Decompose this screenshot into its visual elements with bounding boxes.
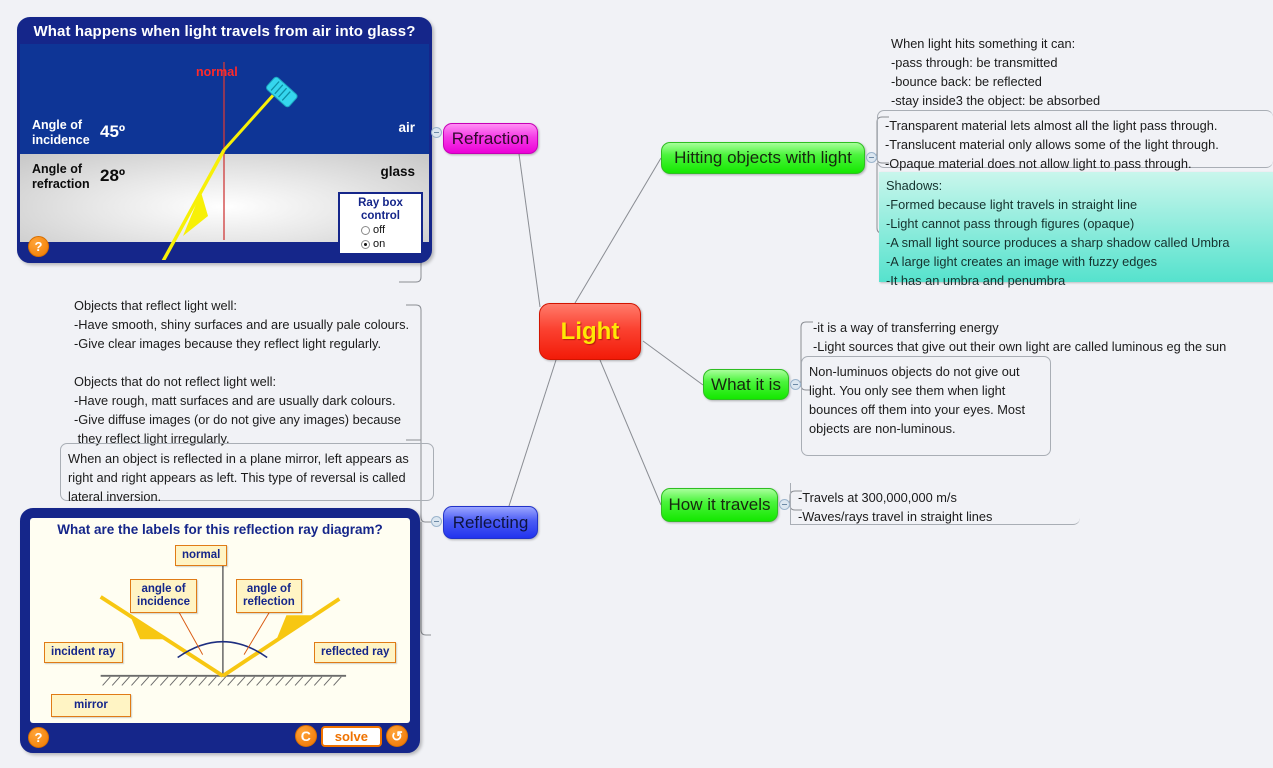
angle-of-refraction-value: 28º [100, 166, 126, 185]
ray-box-control-panel[interactable]: Ray box control off on [338, 192, 423, 255]
angle-of-incidence-label: Angle of incidence [32, 118, 90, 147]
collapse-toggle-how-it-travels[interactable] [779, 499, 790, 510]
label-incident-ray[interactable]: incident ray [44, 642, 123, 663]
root-node-light[interactable]: Light [539, 303, 641, 360]
branch-label-hitting-objects: Hitting objects with light [674, 148, 852, 167]
note-how-it-travels[interactable]: -Travels at 300,000,000 m/s -Waves/rays … [790, 483, 1080, 525]
help-glyph: ? [34, 239, 43, 254]
branch-label-reflecting: Reflecting [452, 512, 529, 532]
note-material-types[interactable]: -Transparent material lets almost all th… [877, 110, 1273, 171]
note-shadows[interactable]: Shadows: -Formed because light travels i… [879, 172, 1273, 288]
solve-label: solve [334, 728, 368, 744]
refraction-ray-drawing [161, 62, 298, 260]
note-hitting-objects-intro[interactable]: When light hits something it can: -pass … [891, 36, 1101, 108]
refraction-simulation-image[interactable]: What happens when light travels from air… [17, 17, 432, 263]
note-lateral-inversion[interactable]: When an object is reflected in a plane m… [60, 443, 434, 504]
collapse-toggle-hitting[interactable] [866, 152, 877, 163]
help-glyph: ? [34, 730, 43, 745]
label-angle-of-reflection[interactable]: angle of reflection [236, 579, 302, 613]
note-what-it-is-intro[interactable]: -it is a way of transferring energy -Lig… [813, 320, 1227, 354]
ray-box-option-on[interactable]: on [340, 238, 421, 250]
glass-label: glass [380, 164, 415, 179]
diagram-toolbar: C solve ↺ [294, 725, 408, 747]
ray-box-option-off-label: off [373, 224, 386, 236]
radio-off-icon[interactable] [361, 225, 370, 235]
branch-label-what-it-is: What it is [711, 374, 781, 394]
ray-box-option-on-label: on [373, 238, 386, 250]
ray-box-control-title: Ray box control [358, 197, 403, 222]
angle-of-incidence-value: 45º [100, 122, 126, 141]
reflection-diagram-canvas: What are the labels for this reflection … [30, 518, 410, 723]
label-angle-of-incidence[interactable]: angle of incidence [130, 579, 198, 613]
label-mirror[interactable]: mirror [51, 694, 131, 717]
radio-on-icon[interactable] [361, 239, 370, 249]
branch-node-how-it-travels[interactable]: How it travels [661, 488, 778, 522]
branch-node-hitting-objects[interactable]: Hitting objects with light [661, 142, 865, 174]
reset-button[interactable]: ↺ [386, 725, 408, 747]
collapse-toggle-refraction[interactable] [431, 127, 442, 138]
collapse-toggle-reflecting[interactable] [431, 516, 442, 527]
normal-label: normal [196, 65, 238, 79]
branch-label-refraction: Refraction [451, 128, 530, 148]
collapse-toggle-what-it-is[interactable] [790, 379, 801, 390]
reflection-image-title: What are the labels for this reflection … [57, 522, 383, 537]
label-normal[interactable]: normal [175, 545, 228, 566]
branch-node-refraction[interactable]: Refraction [443, 123, 538, 154]
help-icon[interactable]: ? [28, 236, 49, 257]
branch-node-what-it-is[interactable]: What it is [703, 369, 789, 400]
label-reflected-ray[interactable]: reflected ray [314, 642, 397, 663]
root-node-label: Light [560, 317, 620, 345]
note-non-luminous[interactable]: Non-luminuos objects do not give out lig… [801, 356, 1051, 456]
image-footer-bar [20, 242, 429, 260]
air-label: air [398, 120, 415, 135]
reflection-diagram-image[interactable]: What are the labels for this reflection … [20, 508, 420, 753]
clear-glyph: C [300, 728, 311, 744]
ray-box-option-off[interactable]: off [340, 224, 421, 236]
branch-label-how-it-travels: How it travels [668, 495, 771, 514]
refraction-image-title: What happens when light travels from air… [33, 23, 416, 40]
clear-button[interactable]: C [294, 725, 317, 747]
help-icon[interactable]: ? [28, 727, 49, 748]
solve-button[interactable]: solve [320, 725, 382, 747]
reset-glyph: ↺ [391, 727, 403, 744]
branch-node-reflecting[interactable]: Reflecting [443, 506, 538, 539]
note-reflect-well[interactable]: Objects that reflect light well: -Have s… [74, 298, 410, 446]
angle-of-refraction-label: Angle of refraction [32, 162, 90, 191]
